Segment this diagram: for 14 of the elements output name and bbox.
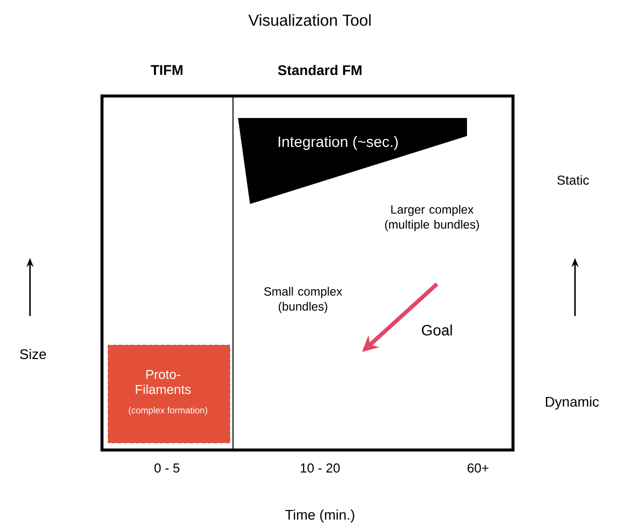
side-label: Static xyxy=(557,175,589,185)
tick-label: 0 - 5 xyxy=(154,463,180,473)
process-box: Proto- Filaments (complex formation) xyxy=(108,344,230,444)
goal-label: Goal xyxy=(422,324,452,336)
tick-label: 10 - 20 xyxy=(300,463,340,473)
integration-wedge: Integration (~sec.) xyxy=(238,118,467,204)
axis-label: Size xyxy=(20,348,46,360)
node-label: Standard FM xyxy=(278,64,362,76)
side-label: Dynamic xyxy=(546,396,599,410)
tick-label: 60+ xyxy=(468,463,488,473)
title: Visualization Tool xyxy=(248,14,371,26)
annotation: Small complex (bundles) xyxy=(264,286,342,314)
node-label: TIFM xyxy=(150,65,182,75)
axis-title: Time (min.) xyxy=(285,509,354,523)
